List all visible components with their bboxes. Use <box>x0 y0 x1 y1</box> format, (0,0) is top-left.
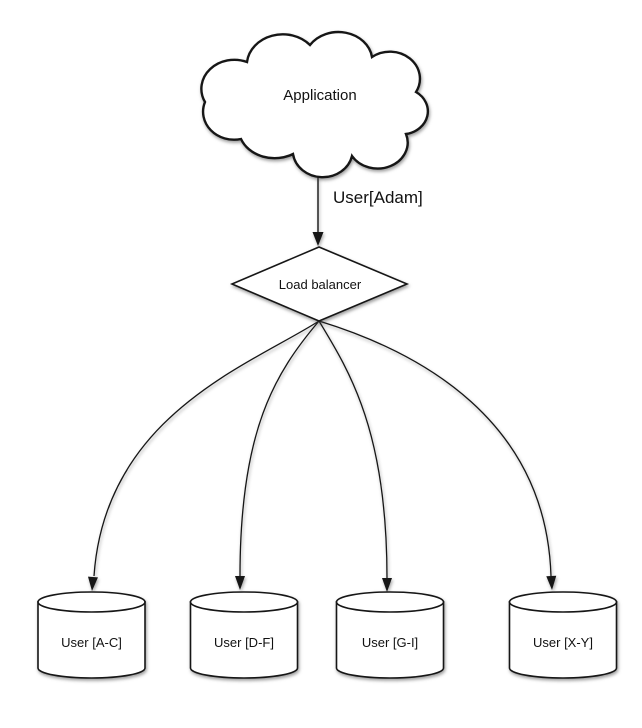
load-balancer-diamond-node <box>229 246 410 322</box>
cylinder-body-1 <box>37 601 146 679</box>
edge-app-to-lb-label: User[Adam] <box>333 188 423 207</box>
cylinder-top-1 <box>37 591 146 613</box>
cylinder-top-3 <box>335 591 445 613</box>
cylinder-top-2 <box>189 591 299 613</box>
edge-loadbalancer-to-shard-4 <box>318 320 552 577</box>
cylinder-body-2 <box>189 601 299 679</box>
shard-label-2: User [D-F] <box>214 635 274 650</box>
shard-label-1: User [A-C] <box>61 635 122 650</box>
edge-loadbalancer-to-shard-2 <box>239 320 320 577</box>
shard-node-2 <box>189 591 299 679</box>
application-label: Application <box>283 87 356 104</box>
arrowhead-to-shard-1 <box>87 576 98 591</box>
cylinder-top-4 <box>508 591 618 613</box>
shard-node-4 <box>508 591 618 679</box>
arrowhead-to-shard-2 <box>235 576 245 590</box>
edge-loadbalancer-to-shard-3 <box>318 320 388 579</box>
load-balancer-label: Load balancer <box>279 277 362 292</box>
shard-node-1 <box>37 591 146 679</box>
arrowhead-to-shard-4 <box>546 575 557 590</box>
cylinder-body-4 <box>508 601 618 679</box>
cylinder-body-3 <box>335 601 445 679</box>
node-layer <box>37 30 618 679</box>
shard-node-3 <box>335 591 445 679</box>
shard-label-3: User [G-I] <box>362 635 418 650</box>
label-layer: Application User[Adam] Load balancer Use… <box>61 87 593 650</box>
edge-loadbalancer-to-shard-1 <box>93 320 320 577</box>
application-cloud-node <box>200 30 430 179</box>
connector-layer <box>87 156 557 592</box>
arrowhead-to-shard-3 <box>382 578 392 592</box>
arrowhead-to-loadbalancer <box>312 232 324 246</box>
shard-label-4: User [X-Y] <box>533 635 593 650</box>
